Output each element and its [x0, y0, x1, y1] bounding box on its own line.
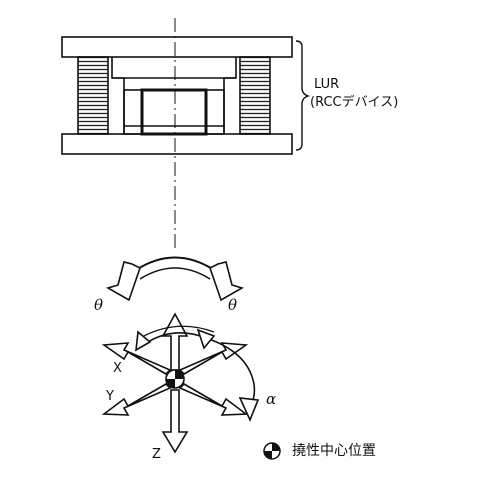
- rotation-arrow-left-icon: [135, 330, 152, 352]
- arrow-lower-right-icon: [178, 382, 249, 416]
- bottom-plate: [61, 133, 293, 155]
- alpha-label: α: [266, 390, 277, 408]
- rotation-arc-alpha: [147, 332, 256, 409]
- theta-left-label: θ: [94, 296, 104, 314]
- compliance-arrows: [101, 312, 260, 454]
- axis-z-label: Z: [152, 447, 161, 462]
- top-plate: [61, 36, 293, 58]
- arrow-lower-left-y-icon: [101, 382, 172, 416]
- inner-mechanism: [111, 57, 237, 136]
- compliance-center-icon: [165, 369, 185, 389]
- arrow-up-icon: [161, 312, 189, 371]
- right-elastomer-stack: [239, 56, 271, 135]
- arrow-down-z-icon: [161, 389, 189, 454]
- device-bracket: [295, 40, 311, 151]
- alpha-arrow-icon: [238, 397, 260, 423]
- legend-compliance-center-icon: [263, 442, 281, 460]
- tilt-arc: [105, 256, 245, 302]
- device-label-rcc: (RCCデバイス): [310, 95, 399, 110]
- arrow-upper-left-icon: [101, 342, 172, 376]
- left-elastomer-stack: [77, 56, 109, 135]
- rotation-arrow-upper-icon: [196, 328, 216, 350]
- rcc-device: [61, 36, 293, 155]
- axis-x-label: X: [113, 361, 122, 376]
- theta-right-label: θ: [228, 296, 238, 314]
- theta-left-arrow-icon: [105, 261, 141, 302]
- arrow-upper-right-icon: [178, 342, 249, 376]
- legend-text: 撓性中心位置: [292, 443, 376, 459]
- device-label-lur: LUR: [314, 77, 340, 92]
- theta-right-arrow-icon: [209, 261, 245, 302]
- axis-y-label: Y: [106, 389, 114, 404]
